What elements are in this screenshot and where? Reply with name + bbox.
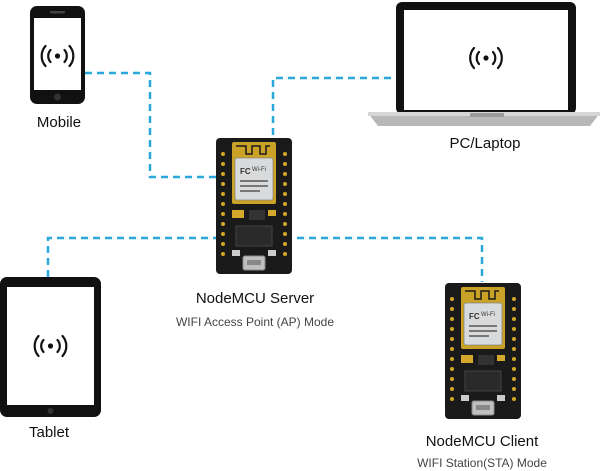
laptop-label: PC/Laptop: [449, 135, 521, 152]
tablet-label: Tablet: [28, 424, 70, 441]
client-mode-label: WIFI Station(STA) Mode: [417, 456, 547, 470]
nodemcu-client-board: [444, 282, 522, 420]
laptop-device: [368, 2, 600, 126]
link-mobile-server: [85, 71, 218, 179]
client-label: NodeMCU Client: [425, 433, 539, 450]
server-label: NodeMCU Server: [195, 290, 315, 307]
nodemcu-server-board: [215, 137, 293, 275]
tablet-device: [0, 277, 101, 417]
mobile-device: [30, 6, 85, 104]
link-laptop-server: [271, 76, 392, 135]
server-mode-label: WIFI Access Point (AP) Mode: [175, 315, 335, 329]
mobile-label: Mobile: [36, 114, 82, 131]
